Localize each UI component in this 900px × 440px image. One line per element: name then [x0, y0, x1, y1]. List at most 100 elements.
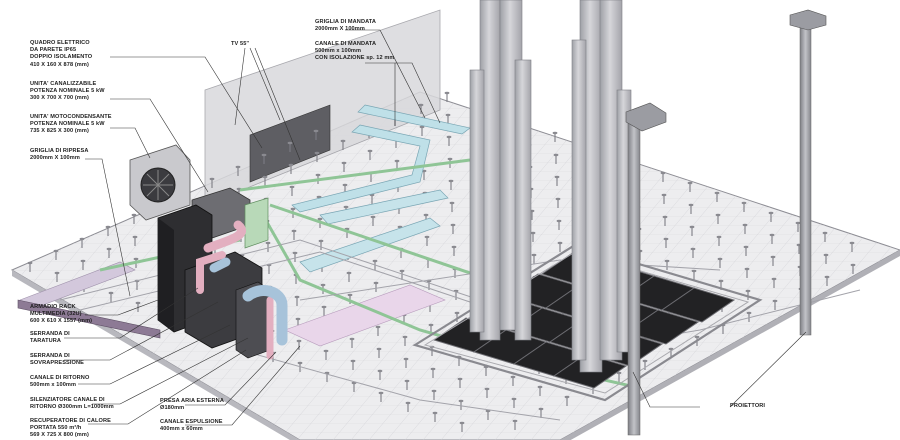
- projector-tile: [624, 309, 700, 345]
- label-griglia-mandata: GRIGLIA DI MANDATA 2000mm X 100mm: [315, 19, 377, 33]
- silencer-2: [209, 257, 231, 273]
- pedestal-cap: [318, 239, 324, 243]
- pedestal-cap: [418, 103, 424, 107]
- pedestal-cap: [716, 235, 722, 239]
- label-serranda-sovrapressione: SERRANDA DI SOVRAPRESSIONE: [30, 353, 84, 367]
- pedestal-cap: [795, 221, 801, 225]
- pedestal-cap: [27, 261, 33, 265]
- label-unita-canalizzabile: UNITA' CANALIZZABILE POTENZA NOMINALE 5 …: [30, 81, 105, 102]
- pedestal-cap: [553, 153, 559, 157]
- tower-left-shaft-c: [514, 59, 532, 341]
- pedestal-cap: [296, 339, 302, 343]
- pedestal-cap: [689, 225, 695, 229]
- fan-blades: [143, 170, 173, 200]
- leader-unita-canal: [110, 98, 209, 193]
- pedestal-cap: [53, 249, 59, 253]
- pedestal-cap: [377, 369, 383, 373]
- silencer-1: [242, 285, 288, 346]
- pedestal-cap: [317, 217, 323, 221]
- label-canale-mandata: CANALE DI MANDATA 500mm x 100mm CON ISOL…: [315, 41, 395, 62]
- green-pipe-3: [239, 158, 471, 192]
- pedestal-cap: [133, 257, 139, 261]
- pedestal-cap: [346, 271, 352, 275]
- pedestal-cap: [444, 91, 450, 95]
- pedestal-cap: [616, 371, 622, 375]
- leader-griglia-ripresa: [85, 158, 131, 297]
- leader-proiettori-2: [729, 331, 807, 408]
- blue-silencers: [209, 257, 288, 346]
- pedestal-cap: [850, 263, 856, 267]
- label-griglia-ripresa: GRIGLIA DI RIPRESA 2000mm X 100mm: [30, 148, 89, 162]
- pedestal-cap: [292, 251, 298, 255]
- leader-tv-2: [249, 47, 281, 121]
- pedestal-cap: [538, 407, 544, 411]
- pedestal-cap: [295, 317, 301, 321]
- pedestal-cap: [823, 253, 829, 257]
- condensing-unit: [129, 144, 191, 221]
- pedestal-cap: [341, 161, 347, 165]
- pedestal-cap: [340, 139, 346, 143]
- return-duct: [17, 261, 446, 347]
- pedestal-cap: [135, 301, 141, 305]
- pedestal-cap: [446, 135, 452, 139]
- leader-tv-3: [254, 47, 301, 161]
- pedestal-cap: [423, 213, 429, 217]
- pedestal-cap: [447, 157, 453, 161]
- pedestal-cap: [458, 399, 464, 403]
- pedestal-cap: [772, 299, 778, 303]
- pedestal-cap: [209, 177, 215, 181]
- pink-ducts: [196, 220, 274, 360]
- pedestal-cap: [428, 323, 434, 327]
- pedestal-cap: [367, 149, 373, 153]
- pedestal-cap: [315, 173, 321, 177]
- pedestal-cap: [321, 305, 327, 309]
- pedestal-cap: [557, 241, 563, 245]
- pedestal-cap: [79, 237, 85, 241]
- label-presa-aria: PRESA ARIA ESTERNA Ø180mm: [160, 398, 224, 412]
- pedestal-cap: [261, 153, 267, 157]
- pedestal-cap: [459, 421, 465, 425]
- pedestal-cap: [399, 269, 405, 273]
- pedestal-cap: [314, 151, 320, 155]
- leader-espulsione: [185, 345, 301, 426]
- leader-unita-moto: [110, 127, 151, 159]
- supply-duct-segment-1: [357, 104, 471, 135]
- pedestal-cap: [450, 223, 456, 227]
- pedestal-cap: [554, 175, 560, 179]
- pedestal-cap: [742, 223, 748, 227]
- supply-duct: [291, 104, 471, 273]
- pedestal-cap: [849, 241, 855, 245]
- pedestal-cap: [457, 377, 463, 381]
- leader-canale-mandata-2: [395, 62, 441, 124]
- leader-quadro: [110, 56, 263, 149]
- pedestal-cap: [108, 291, 114, 295]
- pedestal-cap: [510, 375, 516, 379]
- pedestal-cap: [297, 361, 303, 365]
- pedestal-cap: [375, 325, 381, 329]
- leader-lines: [64, 29, 807, 426]
- rack-cabinet-front: [158, 218, 174, 332]
- label-armadio-rack: ARMADIO RACK MULTIMEDIA (32U) 600 X 610 …: [30, 304, 93, 325]
- leader-canale-ritorno: [78, 324, 231, 385]
- pedestal-cap: [555, 197, 561, 201]
- pedestal-cap: [660, 171, 666, 175]
- pedestal-cap: [373, 281, 379, 285]
- pedestal-cap: [714, 191, 720, 195]
- pedestal-cap: [485, 409, 491, 413]
- pedestal-cap: [687, 181, 693, 185]
- pedestal-cap: [132, 235, 138, 239]
- projector-head-back: [789, 9, 827, 31]
- pedestal-cap: [343, 205, 349, 209]
- pedestal-cap: [661, 193, 667, 197]
- pedestal-cap: [662, 215, 668, 219]
- pedestal-cap: [642, 359, 648, 363]
- floor-edge-right: [560, 250, 900, 440]
- pedestal-cap: [106, 247, 112, 251]
- pedestal-cap: [769, 233, 775, 237]
- pedestal-cap: [537, 385, 543, 389]
- pedestal-cap: [824, 275, 830, 279]
- pedestal-cap: [741, 201, 747, 205]
- raised-floor: [10, 91, 900, 440]
- pedestal-cap: [663, 237, 669, 241]
